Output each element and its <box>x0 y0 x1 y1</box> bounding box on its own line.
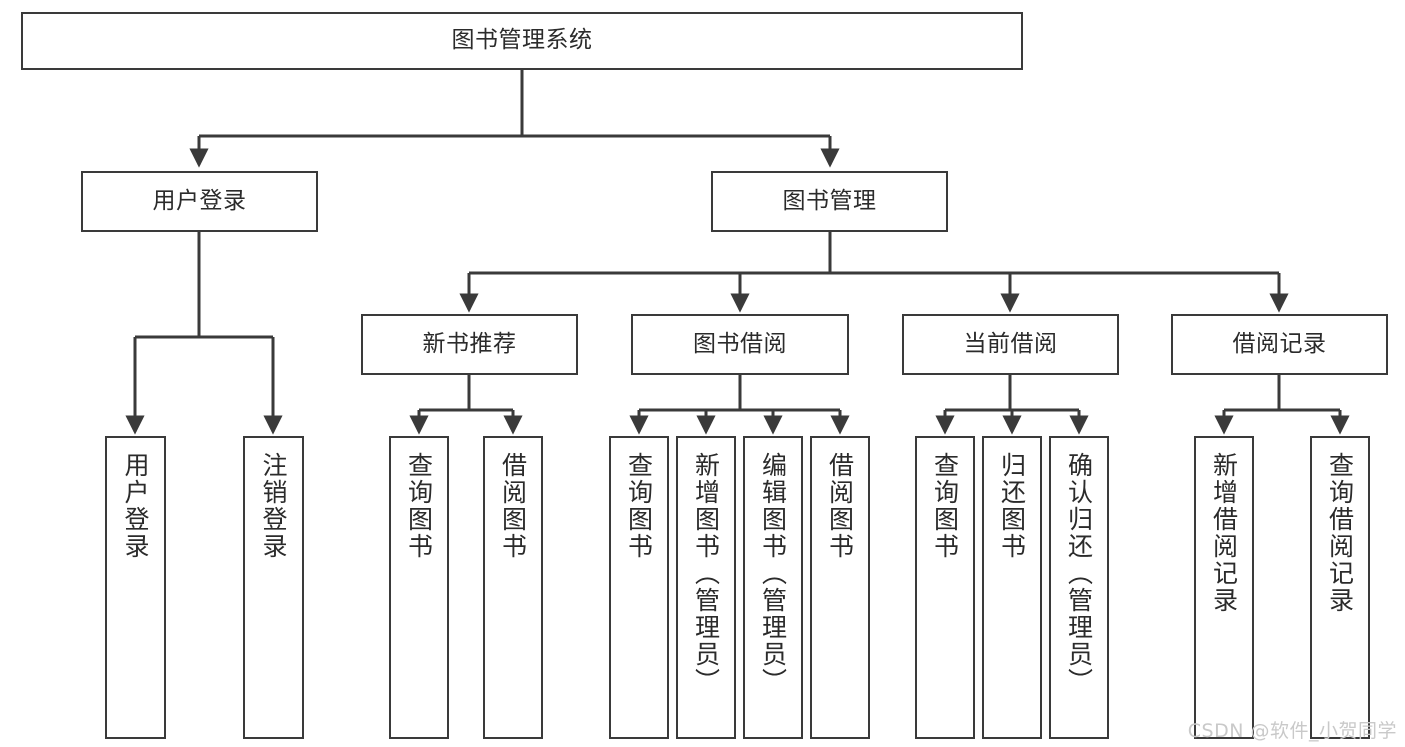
node-book-management[interactable]: 图书管理 <box>711 171 948 232</box>
node-borrow-record[interactable]: 借阅记录 <box>1171 314 1388 375</box>
node-label: 借阅记录 <box>1232 330 1327 357</box>
node-book-borrow[interactable]: 图书借阅 <box>631 314 849 375</box>
node-label: 用户登录 <box>152 187 247 214</box>
node-label: 新书推荐 <box>422 330 517 357</box>
node-leaf-return-book[interactable]: 归还图书 <box>982 436 1042 739</box>
node-leaf-query-record[interactable]: 查询借阅记录 <box>1310 436 1370 739</box>
node-label: 图书管理系统 <box>451 27 593 54</box>
node-leaf-borrow-book-2[interactable]: 借阅图书 <box>810 436 870 739</box>
node-leaf-add-book[interactable]: 新增图书（管理员） <box>676 436 736 739</box>
node-label: 确认归还（管理员） <box>1064 452 1094 695</box>
node-leaf-logout-login[interactable]: 注销登录 <box>243 436 304 739</box>
node-user-login[interactable]: 用户登录 <box>81 171 318 232</box>
node-label: 当前借阅 <box>963 330 1058 357</box>
node-leaf-add-record[interactable]: 新增借阅记录 <box>1194 436 1254 739</box>
node-label: 图书借阅 <box>693 330 787 357</box>
watermark-text: CSDN @软件_小贺同学 <box>1187 720 1397 742</box>
node-current-borrow[interactable]: 当前借阅 <box>902 314 1119 375</box>
node-label: 注销登录 <box>259 452 288 560</box>
node-label: 新增图书（管理员） <box>691 452 721 695</box>
node-label: 用户登录 <box>121 452 150 560</box>
node-label: 借阅图书 <box>498 452 528 560</box>
node-leaf-borrow-book-1[interactable]: 借阅图书 <box>483 436 543 739</box>
node-label: 查询图书 <box>624 452 654 560</box>
node-label: 图书管理 <box>782 187 877 214</box>
node-leaf-query-book-1[interactable]: 查询图书 <box>389 436 449 739</box>
node-leaf-confirm-return[interactable]: 确认归还（管理员） <box>1049 436 1109 739</box>
node-leaf-edit-book[interactable]: 编辑图书（管理员） <box>743 436 803 739</box>
node-new-book-recommend[interactable]: 新书推荐 <box>361 314 578 375</box>
node-leaf-query-book-2[interactable]: 查询图书 <box>609 436 669 739</box>
node-label: 查询图书 <box>930 452 960 560</box>
node-label: 新增借阅记录 <box>1209 452 1239 614</box>
node-leaf-query-book-3[interactable]: 查询图书 <box>915 436 975 739</box>
node-label: 编辑图书（管理员） <box>758 452 788 695</box>
node-label: 归还图书 <box>997 452 1027 560</box>
node-root-system[interactable]: 图书管理系统 <box>21 12 1023 70</box>
node-leaf-user-login[interactable]: 用户登录 <box>105 436 166 739</box>
node-label: 借阅图书 <box>825 452 855 560</box>
node-label: 查询图书 <box>404 452 434 560</box>
node-label: 查询借阅记录 <box>1325 452 1355 614</box>
